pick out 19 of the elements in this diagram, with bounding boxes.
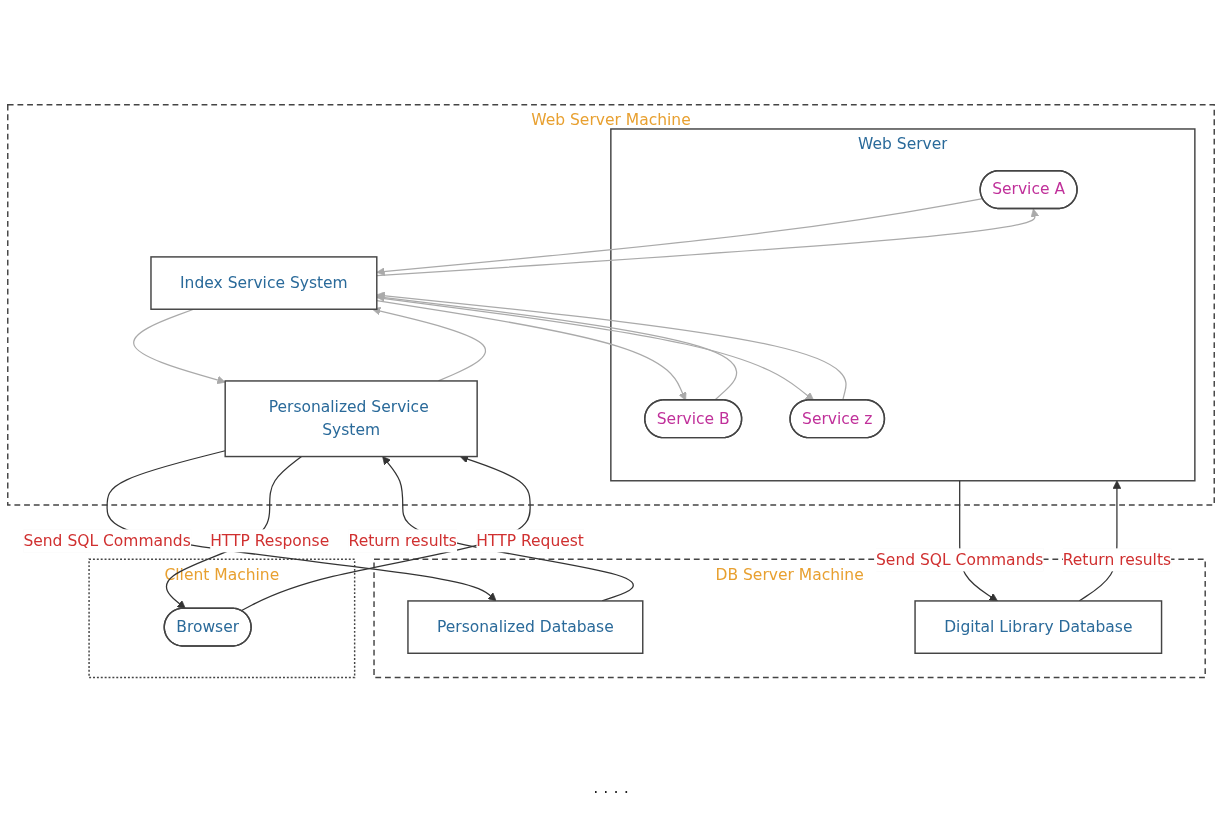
ellipsis-dots: · · · · <box>593 783 629 802</box>
arrow <box>106 450 497 602</box>
node-box: Index Service System <box>150 256 378 311</box>
arrow <box>133 309 226 385</box>
node-box: Personalized Database <box>407 600 644 655</box>
arrow <box>240 455 531 612</box>
edge-label: Send SQL Commands <box>876 550 1044 569</box>
edge-label: HTTP Request <box>476 531 584 550</box>
arrow <box>376 208 1040 277</box>
arrow <box>372 307 487 382</box>
edge-label: Send SQL Commands <box>23 531 191 550</box>
node-box: Personalized Service System <box>224 380 478 458</box>
arrow <box>376 198 984 277</box>
arrow <box>382 456 634 602</box>
edge-label: Return results <box>1062 550 1172 569</box>
edge-label: Return results <box>348 531 457 550</box>
node-box: Digital Library Database <box>914 600 1163 655</box>
arrow <box>376 300 687 402</box>
edge-label: HTTP Response <box>210 531 330 550</box>
